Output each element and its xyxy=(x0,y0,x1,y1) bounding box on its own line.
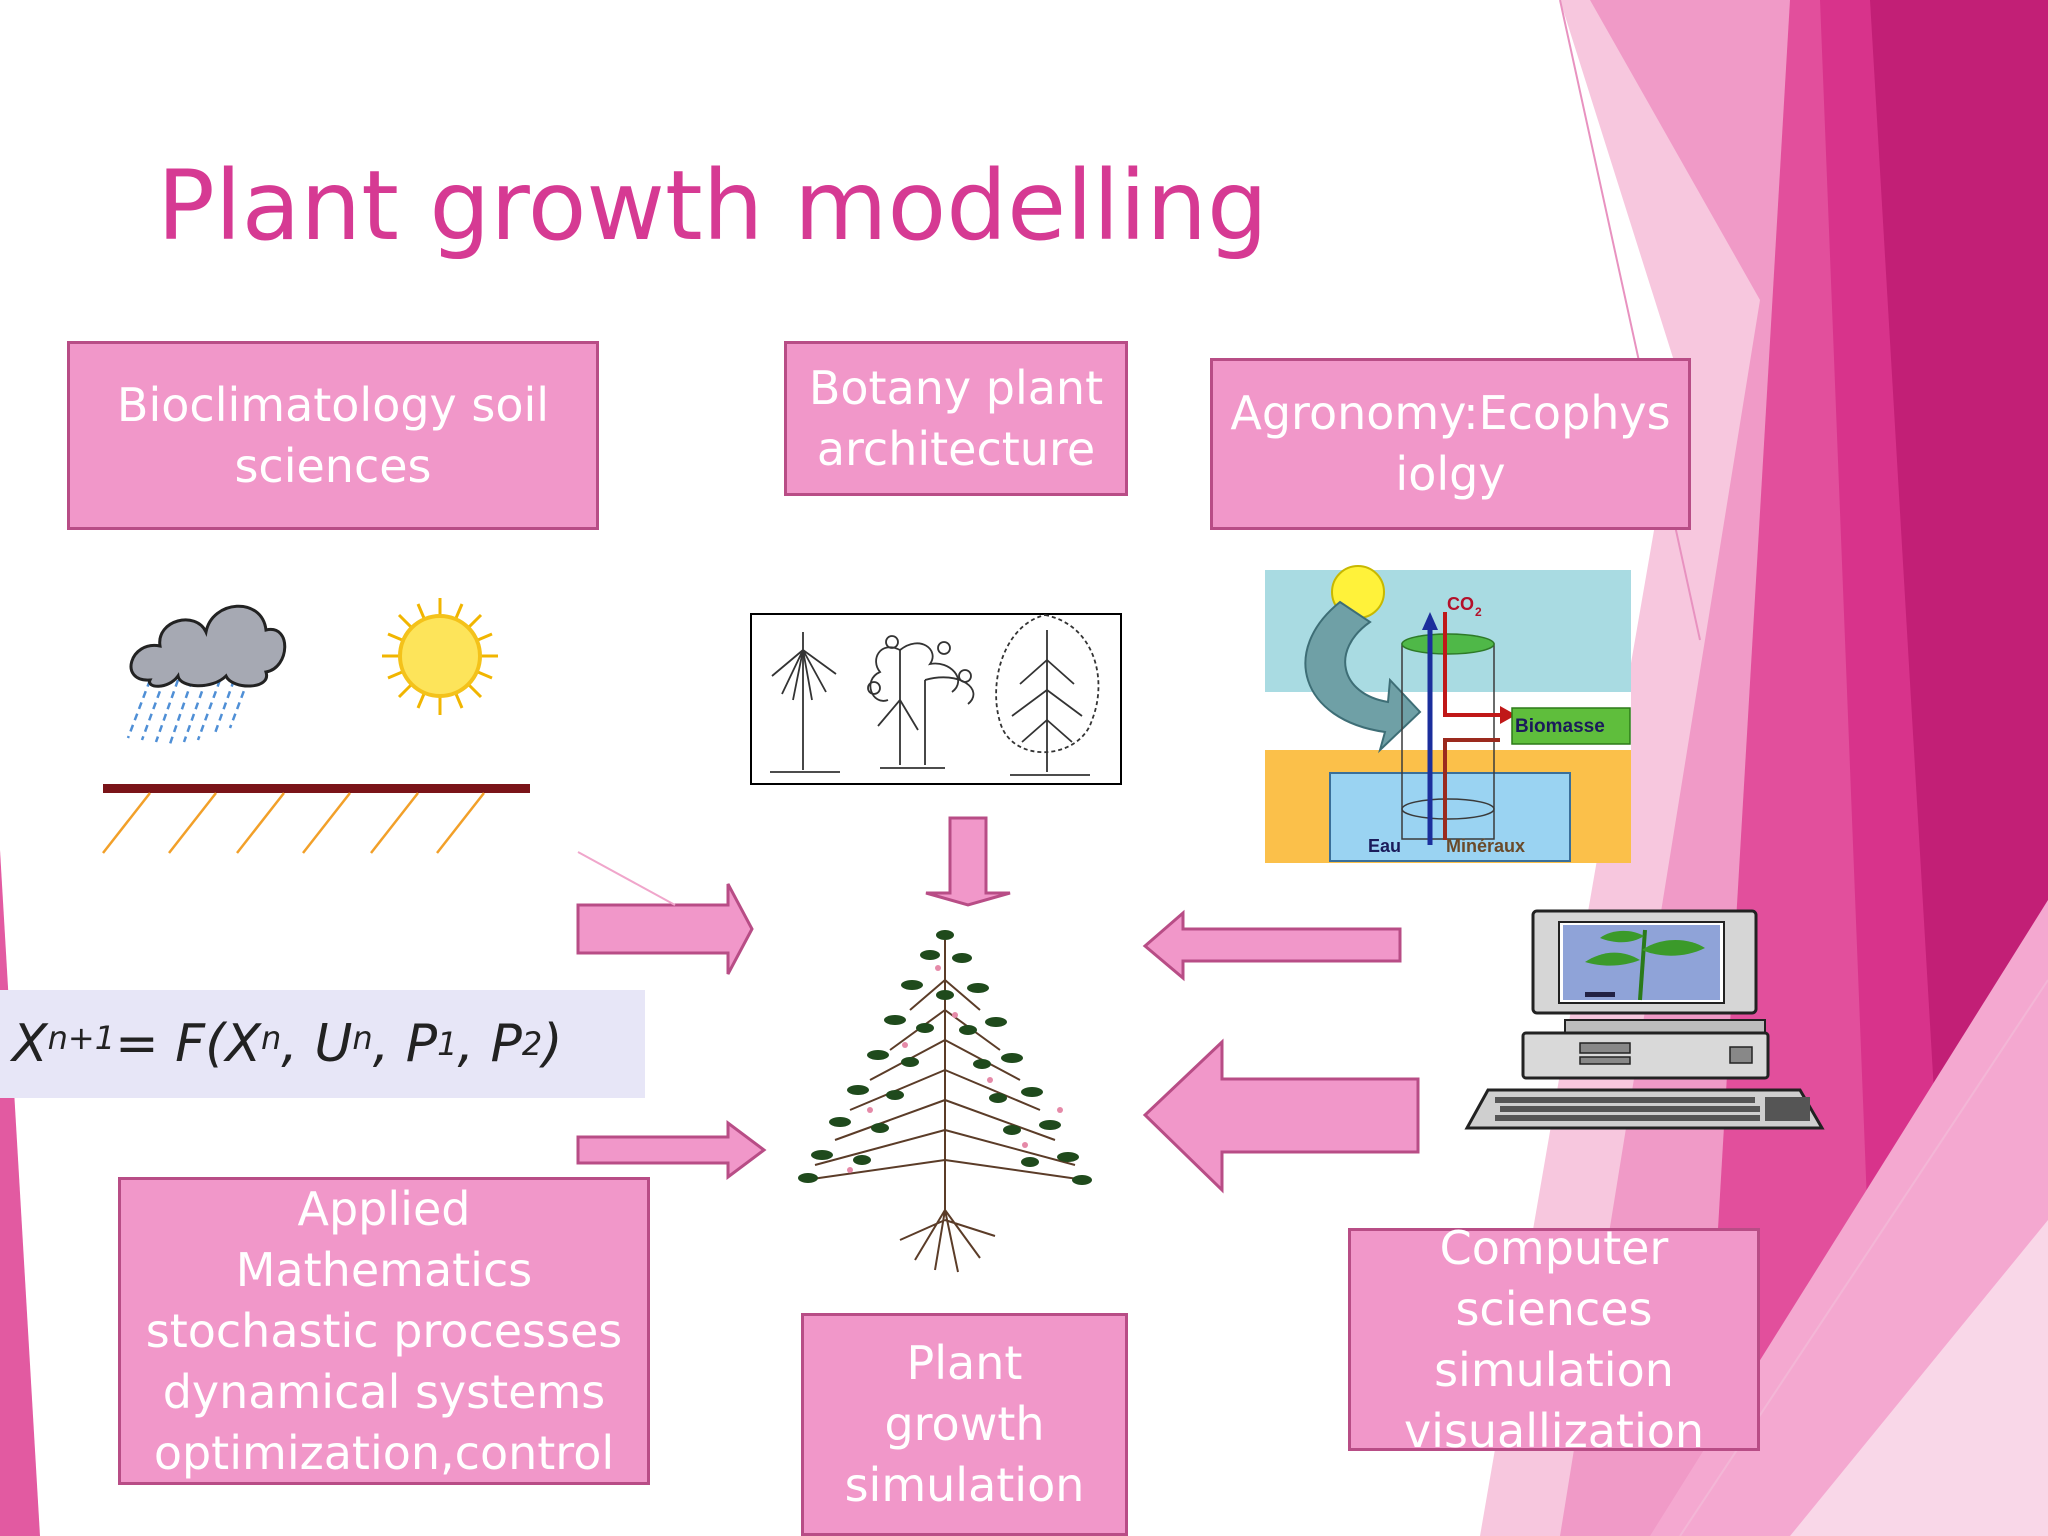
tree-architecture-icon xyxy=(750,613,1122,785)
formula-exponent-n-b: n xyxy=(352,1019,373,1057)
bioclimatology-line-2: sciences xyxy=(234,438,432,493)
agronomy-line-2: iolgy xyxy=(1395,447,1506,501)
formula-sub-1: 1 xyxy=(437,1025,458,1063)
diagram-arrows xyxy=(576,816,1420,1194)
soil-ground-icon xyxy=(102,784,530,854)
simulation-line-1: Plant xyxy=(906,1336,1023,1390)
co2-subscript: 2 xyxy=(1475,605,1482,619)
simulation-line-3: simulation xyxy=(844,1458,1085,1512)
bioclimatology-box: Bioclimatology soil sciences xyxy=(67,341,599,530)
mathematics-line-5: optimization,control xyxy=(153,1425,615,1480)
arrow-from-bioclimatology xyxy=(576,883,754,975)
arrow-from-mathematics xyxy=(576,1120,767,1180)
mathematics-line-4: dynamical systems xyxy=(162,1364,606,1419)
arrow-from-computer xyxy=(1142,1038,1420,1194)
arrow-from-botany xyxy=(925,816,1011,907)
bioclimatology-line-1: Bioclimatology soil xyxy=(116,377,550,432)
simulated-tree-icon xyxy=(798,930,1092,1273)
computer-line-3: simulation xyxy=(1434,1342,1674,1397)
ecophysiology-diagram-icon: Biomasse CO 2 Eau Minéraux xyxy=(1265,565,1631,863)
formula-x: X xyxy=(12,1014,48,1074)
co2-label: CO xyxy=(1447,594,1474,614)
slide-title: Plant growth modelling xyxy=(157,150,1268,262)
formula-close: ) xyxy=(542,1014,563,1074)
formula-p2: , P xyxy=(457,1014,522,1074)
simulation-line-2: growth xyxy=(884,1397,1045,1451)
formula-u: , U xyxy=(281,1014,353,1074)
agronomy-line-1: Agronomy:Ecophys xyxy=(1230,386,1671,440)
mathematics-line-2: Mathematics xyxy=(235,1242,533,1297)
mathematics-line-1: Applied xyxy=(297,1181,471,1236)
formula-sub-2: 2 xyxy=(521,1025,543,1063)
simulation-box: Plant growth simulation xyxy=(801,1313,1128,1536)
computer-sciences-box: Computer sciences simulation visuallizat… xyxy=(1348,1221,1760,1458)
agronomy-box: Agronomy:Ecophys iolgy xyxy=(1210,358,1691,530)
mathematics-box: Applied Mathematics stochastic processes… xyxy=(118,1177,650,1485)
arrow-from-agronomy xyxy=(1142,909,1402,982)
biomasse-label: Biomasse xyxy=(1515,716,1605,737)
sun-icon xyxy=(382,598,498,715)
formula-eq: = F(X xyxy=(115,1014,261,1074)
mathematics-line-3: stochastic processes xyxy=(145,1303,623,1358)
rain-cloud-icon xyxy=(126,604,287,745)
eau-label: Eau xyxy=(1368,836,1401,856)
botany-line-2: architecture xyxy=(816,421,1096,476)
mineraux-label: Minéraux xyxy=(1446,836,1525,856)
formula-exponent-n1: n+1 xyxy=(47,1019,116,1057)
formula-exponent-n-a: n xyxy=(261,1019,282,1057)
computer-icon xyxy=(1464,909,1825,1130)
computer-line-2: sciences xyxy=(1455,1281,1653,1336)
computer-line-1: Computer xyxy=(1439,1220,1669,1275)
botany-line-1: Botany plant xyxy=(808,360,1104,415)
computer-line-4: visuallization xyxy=(1403,1403,1705,1458)
botany-box: Botany plant architecture xyxy=(784,341,1128,496)
formula-p1: , P xyxy=(372,1014,438,1074)
